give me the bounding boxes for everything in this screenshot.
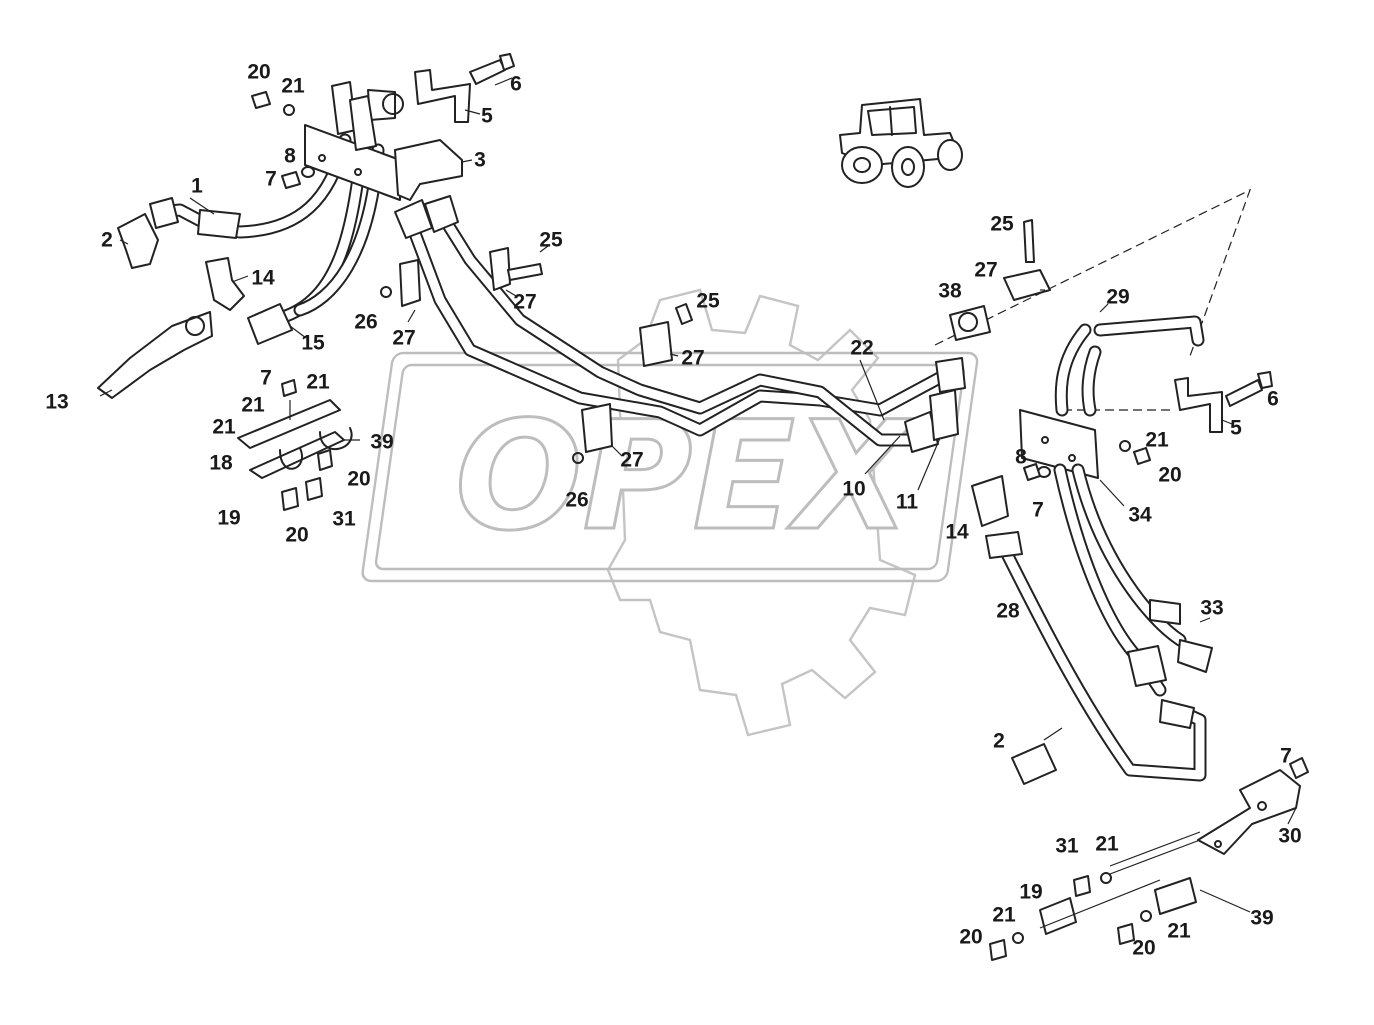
callout-21: 21 xyxy=(1145,428,1169,452)
callout-21: 21 xyxy=(212,415,236,439)
callout-14: 14 xyxy=(251,266,275,290)
callout-27: 27 xyxy=(620,448,644,472)
right-clamp-set xyxy=(989,757,1309,961)
tractor-icon xyxy=(839,98,963,188)
callout-25: 25 xyxy=(539,228,563,252)
callout-7: 7 xyxy=(1280,744,1292,768)
callout-10: 10 xyxy=(842,477,866,501)
callout-31: 31 xyxy=(1055,834,1079,858)
callout-33: 33 xyxy=(1200,596,1224,620)
bracket-3 xyxy=(394,139,463,201)
callout-34: 34 xyxy=(1128,503,1152,527)
callout-11: 11 xyxy=(895,490,919,514)
clip-27-b xyxy=(581,403,613,453)
callout-21: 21 xyxy=(1095,832,1119,856)
callout-18: 18 xyxy=(209,451,233,475)
callout-27: 27 xyxy=(974,258,998,282)
callout-5: 5 xyxy=(481,104,493,128)
callout-30: 30 xyxy=(1278,824,1302,848)
callout-27: 27 xyxy=(681,346,705,370)
callout-15: 15 xyxy=(301,331,325,355)
callout-21: 21 xyxy=(992,903,1016,927)
leader-lines xyxy=(99,77,1297,913)
callout-19: 19 xyxy=(1019,880,1043,904)
callout-8: 8 xyxy=(1015,445,1027,469)
callout-22: 22 xyxy=(850,336,874,360)
callout-38: 38 xyxy=(938,279,962,303)
callout-2: 2 xyxy=(101,228,113,252)
callout-20: 20 xyxy=(1158,463,1182,487)
fitting-2-right xyxy=(1011,743,1057,785)
clip-27-c xyxy=(489,247,511,291)
right-assembly xyxy=(934,188,1273,785)
callout-19: 19 xyxy=(217,506,241,530)
callout-21: 21 xyxy=(1167,919,1191,943)
callout-39: 39 xyxy=(370,430,394,454)
hose-13 xyxy=(97,311,213,399)
callout-7: 7 xyxy=(265,167,277,191)
callout-27: 27 xyxy=(513,290,537,314)
callout-29: 29 xyxy=(1106,285,1130,309)
callout-28: 28 xyxy=(996,599,1020,623)
callout-21: 21 xyxy=(241,393,265,417)
callout-20: 20 xyxy=(285,523,309,547)
callout-21: 21 xyxy=(281,74,305,98)
callout-6: 6 xyxy=(510,72,522,96)
left-hose-bundle xyxy=(97,53,515,399)
callout-26: 26 xyxy=(565,488,589,512)
callout-3: 3 xyxy=(474,148,486,172)
callout-26: 26 xyxy=(354,310,378,334)
callout-20: 20 xyxy=(1132,936,1156,960)
callout-25: 25 xyxy=(696,289,720,313)
callout-2: 2 xyxy=(993,729,1005,753)
callout-7: 7 xyxy=(1032,498,1044,522)
center-tubes xyxy=(380,195,966,464)
bracket-5-right xyxy=(1174,377,1223,433)
bracket-5-left xyxy=(414,69,471,123)
callout-20: 20 xyxy=(959,925,983,949)
callout-20: 20 xyxy=(247,60,271,84)
plate-30 xyxy=(1197,769,1301,855)
callout-8: 8 xyxy=(284,144,296,168)
watermark-frame-inner xyxy=(374,363,965,571)
callout-5: 5 xyxy=(1230,416,1242,440)
callout-7: 7 xyxy=(260,366,272,390)
fitting-2-left xyxy=(117,213,159,269)
watermark-frame-outer xyxy=(361,351,979,583)
manifold-block-right xyxy=(1019,409,1099,479)
callout-13: 13 xyxy=(45,390,69,414)
callout-21: 21 xyxy=(306,370,330,394)
left-clamp-set xyxy=(237,379,353,511)
clip-27-d xyxy=(399,259,421,307)
callout-14: 14 xyxy=(945,520,969,544)
callout-20: 20 xyxy=(347,467,371,491)
callout-39: 39 xyxy=(1250,906,1274,930)
callout-25: 25 xyxy=(990,212,1014,236)
callout-31: 31 xyxy=(332,507,356,531)
clip-27-a xyxy=(639,321,673,367)
callout-1: 1 xyxy=(191,174,203,198)
callout-27: 27 xyxy=(392,326,416,350)
callout-6: 6 xyxy=(1267,387,1279,411)
